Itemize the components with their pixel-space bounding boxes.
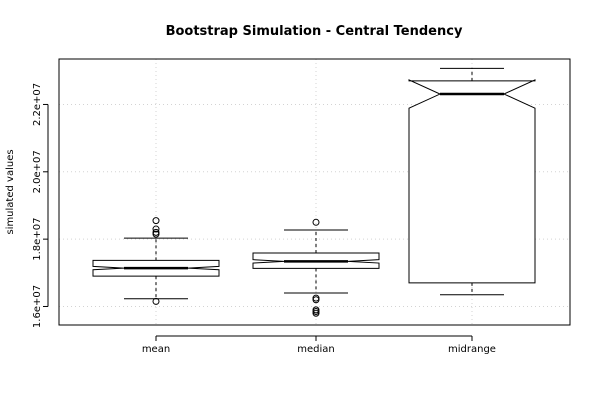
box-midrange (408, 67, 536, 296)
box-body (408, 79, 536, 284)
y-tick-label: 2.0e+07 (32, 150, 43, 193)
y-tick-label: 2.2e+07 (32, 83, 43, 126)
y-tick-label: 1.8e+07 (32, 218, 43, 261)
x-tick-label: median (297, 344, 335, 355)
box-median (252, 218, 380, 317)
outlier-point (152, 225, 160, 233)
y-axis-label: simulated values (5, 149, 16, 234)
outlier-point (312, 218, 320, 226)
outlier-point (152, 217, 160, 225)
y-axis: 1.6e+07 1.8e+07 2.0e+07 2.2e+07 (32, 83, 49, 328)
boxes (92, 67, 536, 317)
outlier-point (152, 297, 160, 305)
x-axis: mean median midrange (142, 335, 496, 355)
outlier-point (152, 228, 160, 236)
chart-title: Bootstrap Simulation - Central Tendency (166, 24, 463, 39)
x-tick-label: midrange (448, 344, 496, 355)
plot-frame (58, 58, 571, 326)
y-tick-label: 1.6e+07 (32, 285, 43, 328)
outlier-point (312, 294, 320, 302)
outlier-point (312, 306, 320, 314)
x-tick-label: mean (142, 344, 170, 355)
box-mean (92, 217, 220, 305)
